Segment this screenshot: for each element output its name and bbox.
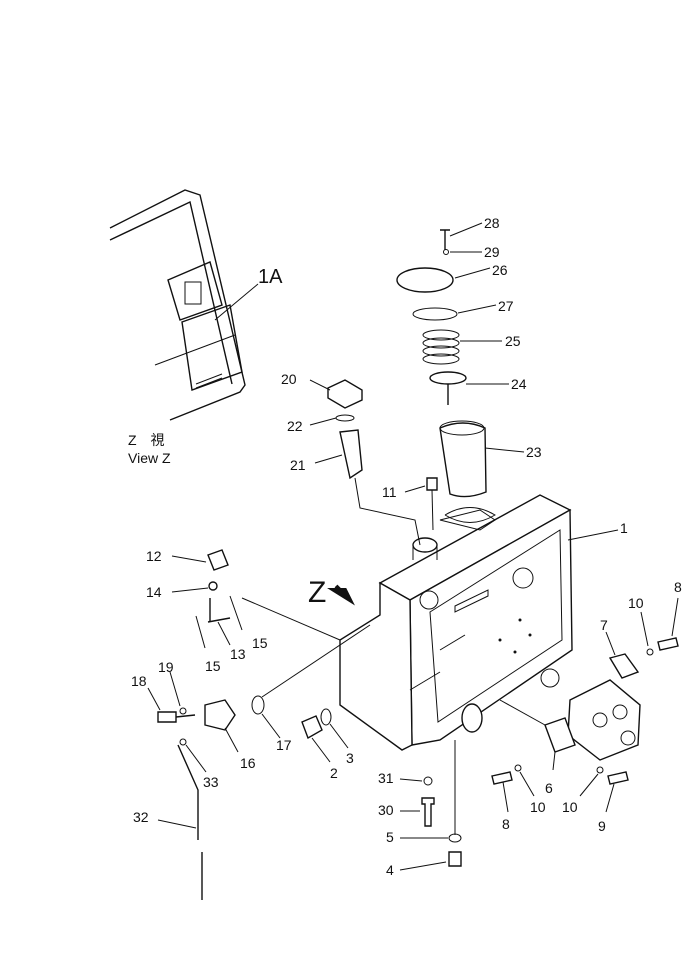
callout-18: 18 bbox=[131, 673, 147, 689]
callout-31: 31 bbox=[378, 770, 394, 786]
view-z-inset: Z 視 View Z 1A bbox=[109, 189, 283, 466]
callout-17: 17 bbox=[276, 737, 292, 753]
callout-15b: 15 bbox=[252, 635, 268, 651]
callout-21: 21 bbox=[290, 457, 306, 473]
valve-group: 6 7 10 8 8 10 10 9 bbox=[491, 579, 682, 834]
filter-assembly: 28 29 26 27 25 24 23 bbox=[396, 215, 542, 523]
callout-6: 6 bbox=[545, 780, 553, 796]
callout-10c: 10 bbox=[562, 799, 578, 815]
z-view-arrow: Z bbox=[308, 576, 355, 609]
callout-32: 32 bbox=[133, 809, 149, 825]
callout-4: 4 bbox=[386, 862, 394, 878]
hydraulic-tank: 1 bbox=[339, 494, 628, 751]
callout-29: 29 bbox=[484, 244, 500, 260]
callout-8b: 8 bbox=[502, 816, 510, 832]
callout-28: 28 bbox=[484, 215, 500, 231]
callout-27: 27 bbox=[498, 298, 514, 314]
callout-14: 14 bbox=[146, 584, 162, 600]
callout-26: 26 bbox=[492, 262, 508, 278]
callout-30: 30 bbox=[378, 802, 394, 818]
callout-10b: 10 bbox=[530, 799, 546, 815]
callout-3: 3 bbox=[346, 750, 354, 766]
callout-25: 25 bbox=[505, 333, 521, 349]
level-gauge-group: 12 14 13 15 15 18 19 16 17 33 32 bbox=[131, 548, 371, 900]
callout-8a: 8 bbox=[674, 579, 682, 595]
callout-15a: 15 bbox=[205, 658, 221, 674]
callout-2: 2 bbox=[330, 765, 338, 781]
view-z-english-label: View Z bbox=[128, 450, 171, 466]
callout-1: 1 bbox=[620, 520, 628, 536]
filler-cap-group: 20 22 21 bbox=[281, 371, 421, 546]
callout-33: 33 bbox=[203, 774, 219, 790]
callout-23: 23 bbox=[526, 444, 542, 460]
z-arrow-letter: Z bbox=[308, 576, 326, 609]
callout-20: 20 bbox=[281, 371, 297, 387]
callout-5: 5 bbox=[386, 829, 394, 845]
callout-19: 19 bbox=[158, 659, 174, 675]
callout-22: 22 bbox=[287, 418, 303, 434]
view-z-kanji-label: Z 視 bbox=[128, 432, 165, 448]
callout-24: 24 bbox=[511, 376, 527, 392]
drain-group: 2 3 31 30 5 4 bbox=[301, 708, 462, 878]
part-11: 11 bbox=[382, 477, 438, 531]
callout-12: 12 bbox=[146, 548, 162, 564]
callout-16: 16 bbox=[240, 755, 256, 771]
arrow-icon bbox=[327, 584, 355, 606]
callout-9: 9 bbox=[598, 818, 606, 834]
callout-10a: 10 bbox=[628, 595, 644, 611]
callout-13: 13 bbox=[230, 646, 246, 662]
callout-11: 11 bbox=[382, 484, 397, 500]
callout-7: 7 bbox=[600, 617, 608, 633]
callout-1a: 1A bbox=[258, 266, 283, 288]
